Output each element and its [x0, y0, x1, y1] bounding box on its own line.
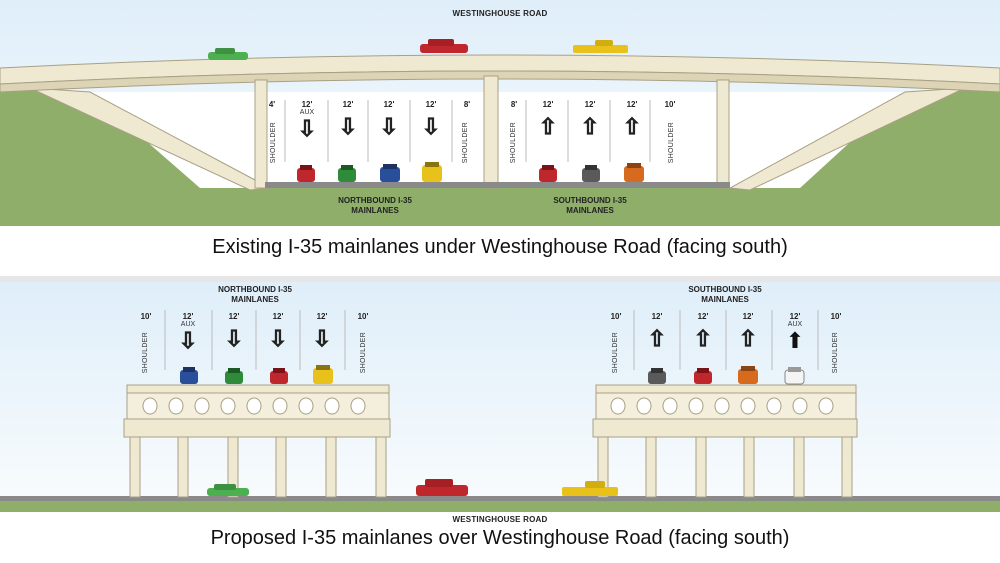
road-label-bottom: WESTINGHOUSE ROAD: [452, 515, 548, 524]
car-front-gray-b: [648, 368, 666, 384]
viaduct-southbound: [592, 384, 858, 498]
nb-shoulder-left-label-top: SHOULDER: [270, 122, 277, 164]
arrow-up-solid-icon: ⬆: [785, 328, 805, 353]
arrow-down-icon: ⇩: [178, 328, 198, 353]
arrow-up-icon: ⇧: [580, 114, 600, 139]
arrow-up-icon: ⇧: [693, 326, 713, 351]
nb-lane-2-top: 12' ⇩: [326, 100, 370, 139]
sb-lane-3-top: 12' ⇧: [610, 100, 654, 139]
caption-band: [0, 512, 1000, 563]
car-front-white-b: [784, 367, 805, 385]
car-red-bridge: [420, 39, 468, 53]
arrow-down-icon: ⇩: [312, 326, 332, 351]
sb-lane-aux-bottom: 12' AUX ⬆: [773, 312, 817, 353]
sb-shoulder-left-label-bottom: SHOULDER: [612, 332, 619, 374]
car-rear-blue: [380, 164, 400, 182]
existing-section-illustration: [0, 0, 1000, 276]
nb-shoulder-left-bottom: 10': [140, 312, 152, 321]
truck-yellow-road: [562, 481, 618, 496]
arrow-down-icon: ⇩: [421, 114, 441, 139]
grass: [0, 70, 1000, 276]
car-front-red-b: [694, 368, 712, 384]
nb-lane-4-top: 12' ⇩: [409, 100, 453, 139]
sb-lane-2-bottom: 12' ⇧: [681, 312, 725, 351]
sb-shoulder-right-label-top: SHOULDER: [668, 122, 675, 164]
nb-lane-3-bottom: 12' ⇩: [256, 312, 300, 351]
southbound-label-bottom: SOUTHBOUND I-35 MAINLANES: [688, 285, 762, 304]
sb-lane-1-bottom: 12' ⇧: [635, 312, 679, 351]
arrow-down-icon: ⇩: [297, 116, 317, 141]
arrow-up-icon: ⇧: [538, 114, 558, 139]
nb-lane-2-bottom: 12' ⇩: [212, 312, 256, 351]
nb-shoulder-right-top: 8': [463, 100, 471, 109]
arrow-up-icon: ⇧: [622, 114, 642, 139]
sb-lane-3-bottom: 12' ⇧: [726, 312, 770, 351]
car-rear-green-b: [225, 368, 243, 384]
arrow-down-icon: ⇩: [338, 114, 358, 139]
northbound-label-top: NORTHBOUND I-35 MAINLANES: [338, 196, 412, 215]
lane-dividers-top: [284, 100, 651, 162]
truck-yellow-bridge: [573, 40, 628, 53]
sb-shoulder-left-label-top: SHOULDER: [510, 122, 517, 164]
car-green-bridge: [208, 48, 248, 60]
arrow-up-icon: ⇧: [738, 326, 758, 351]
panel-divider: [0, 276, 1000, 282]
sb-shoulder-right-top: 10': [664, 100, 676, 109]
nb-lane-4-bottom: 12' ⇩: [300, 312, 344, 351]
nb-lane-3-top: 12' ⇩: [367, 100, 411, 139]
car-front-red: [539, 165, 557, 182]
road-label-top: WESTINGHOUSE ROAD: [452, 9, 548, 18]
car-red-road: [416, 479, 468, 496]
arrow-up-icon: ⇧: [647, 326, 667, 351]
sb-shoulder-right-bottom: 10': [830, 312, 842, 321]
arrow-down-icon: ⇩: [379, 114, 399, 139]
proposed-section-illustration: [0, 282, 1000, 563]
viaduct-northbound: [123, 384, 391, 498]
nb-shoulder-right-bottom: 10': [357, 312, 369, 321]
sb-shoulder-right-label-bottom: SHOULDER: [832, 332, 839, 374]
pier-center: [483, 75, 499, 189]
nb-lane-aux-top: 12' AUX ⇩: [285, 100, 329, 141]
sb-shoulder-left-bottom: 10': [610, 312, 622, 321]
southbound-label-top: SOUTHBOUND I-35 MAINLANES: [553, 196, 627, 215]
nb-shoulder-left-top: 4': [268, 100, 276, 109]
car-rear-yellow-b: [313, 365, 333, 384]
car-rear-blue-b: [180, 367, 198, 384]
car-rear-red-1: [297, 165, 315, 182]
arrow-down-icon: ⇩: [268, 326, 288, 351]
sb-shoulder-left-top: 8': [510, 100, 518, 109]
car-rear-red-b: [270, 368, 288, 384]
car-rear-green: [338, 165, 356, 182]
lane-dividers-bottom: [164, 310, 819, 370]
caption-existing: Existing I-35 mainlanes under Westinghou…: [212, 236, 788, 258]
caption-band: [0, 226, 1000, 276]
caption-proposed: Proposed I-35 mainlanes over Westinghous…: [210, 527, 790, 549]
nb-shoulder-right-label-top: SHOULDER: [462, 122, 469, 164]
mainlane-pavement: [265, 182, 730, 188]
sb-lane-2-top: 12' ⇧: [568, 100, 612, 139]
proposed-section-panel: NORTHBOUND I-35 MAINLANES SOUTHBOUND I-3…: [0, 282, 1000, 563]
pier-right: [716, 79, 730, 189]
westinghouse-pavement: [0, 496, 1000, 501]
arrow-down-icon: ⇩: [224, 326, 244, 351]
nb-shoulder-right-label-bottom: SHOULDER: [360, 332, 367, 374]
bridge-girder: [0, 70, 1000, 93]
car-rear-yellow: [422, 162, 442, 182]
sb-lane-1-top: 12' ⇧: [526, 100, 570, 139]
nb-shoulder-left-label-bottom: SHOULDER: [142, 332, 149, 374]
existing-section-panel: WESTINGHOUSE ROAD 4' SHOULDER 12' AUX ⇩ …: [0, 0, 1000, 276]
nb-lane-aux-bottom: 12' AUX ⇩: [166, 312, 210, 353]
car-green-road: [207, 484, 249, 496]
pier-left: [254, 79, 268, 189]
car-front-orange-b: [738, 366, 758, 384]
northbound-label-bottom: NORTHBOUND I-35 MAINLANES: [218, 285, 292, 304]
car-front-orange: [624, 163, 644, 182]
car-front-gray: [582, 165, 600, 182]
